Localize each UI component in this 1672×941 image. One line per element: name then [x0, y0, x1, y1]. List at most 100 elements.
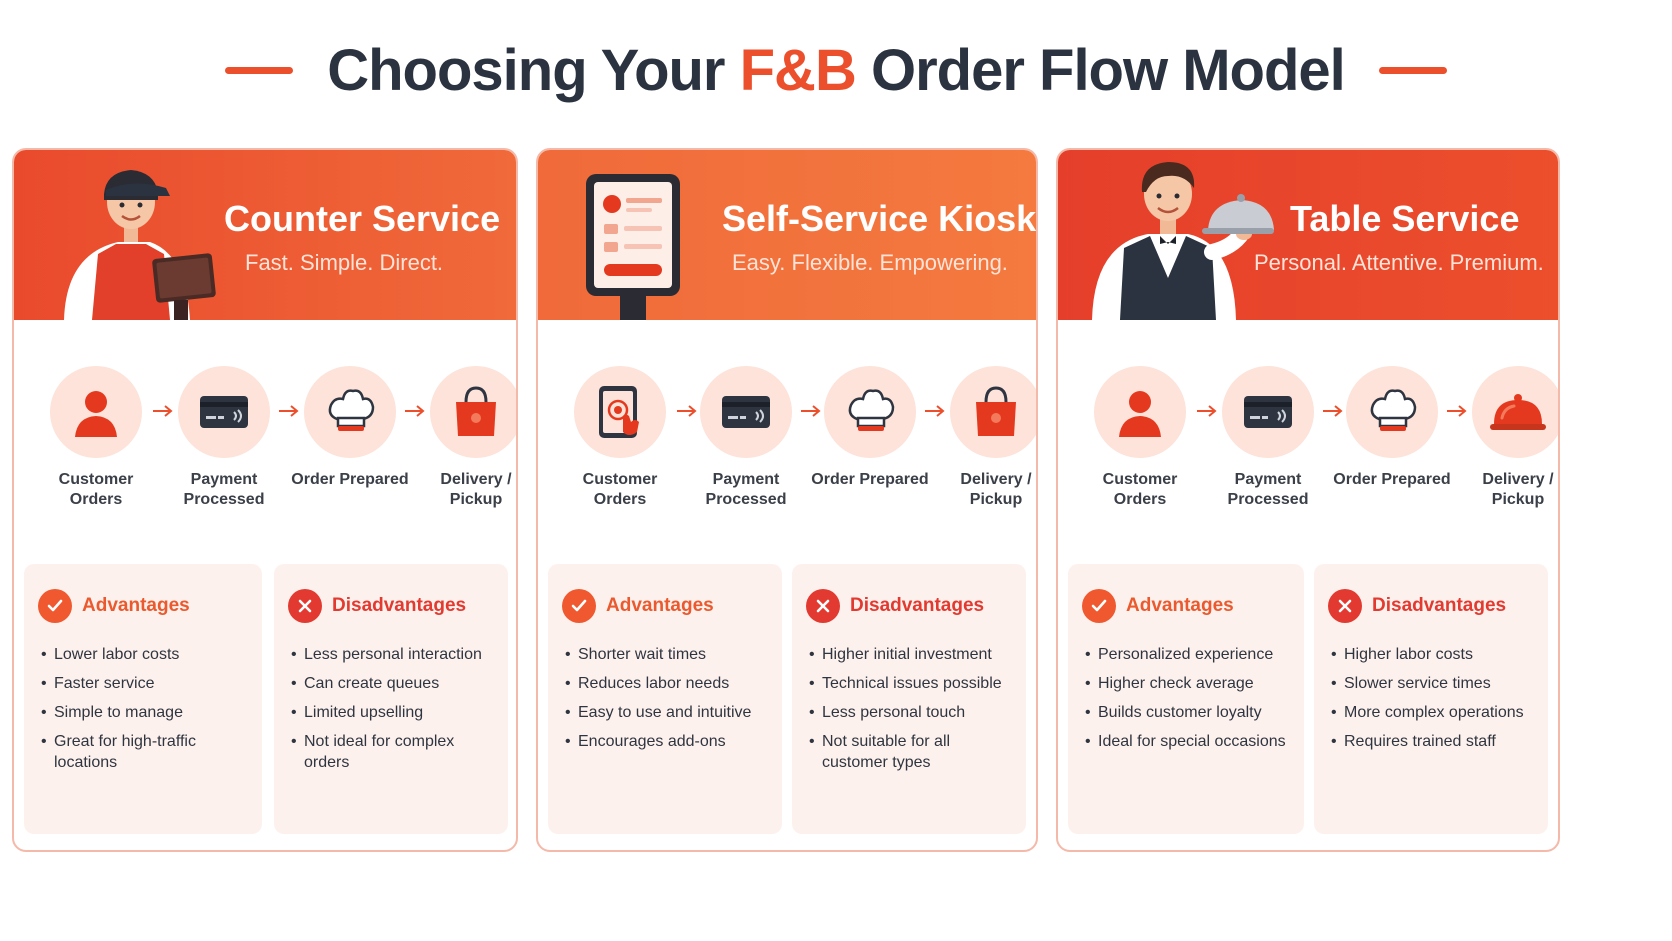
advantages-title: Advantages	[82, 595, 190, 616]
card-subtitle: Fast. Simple. Direct.	[245, 250, 444, 275]
list-item: Ideal for special occasions	[1082, 731, 1288, 752]
disadvantages-panel: Disadvantages Less personal interaction …	[274, 564, 508, 834]
page-title: Choosing Your F&B Order Flow Model	[327, 37, 1346, 104]
flow-step-label: Payment Processed	[1227, 471, 1309, 508]
customer-icon	[50, 366, 142, 458]
card-icon	[700, 366, 792, 458]
title-prefix: Choosing Your	[327, 37, 725, 103]
flow-step-label: Payment Processed	[705, 471, 787, 508]
flow-step: Order Prepared	[1332, 366, 1452, 490]
waiter-illustration	[1092, 162, 1274, 320]
advantages-list: Shorter wait times Reduces labor needs E…	[562, 644, 766, 752]
arrow-right-icon	[1447, 405, 1467, 417]
list-item: Easy to use and intuitive	[562, 702, 766, 723]
list-item: Less personal interaction	[288, 644, 492, 665]
flow-step: Customer Orders	[36, 366, 156, 510]
disadvantages-title: Disadvantages	[1372, 595, 1507, 616]
title-decoration-right	[1378, 66, 1447, 74]
model-card-self-service-kiosks: Self-Service Kiosks Easy. Flexible. Empo…	[536, 148, 1038, 852]
arrow-right-icon	[279, 405, 299, 417]
x-icon	[1328, 589, 1362, 623]
list-item: Requires trained staff	[1328, 731, 1532, 752]
list-item: Personalized experience	[1082, 644, 1288, 665]
list-item: Less personal touch	[806, 702, 1010, 723]
title-accent: F&B	[739, 37, 857, 103]
advantages-title: Advantages	[1126, 595, 1234, 616]
advantages-list: Lower labor costs Faster service Simple …	[38, 644, 246, 773]
list-item: More complex operations	[1328, 702, 1532, 723]
customer-icon	[1094, 366, 1186, 458]
page-header: Choosing Your F&B Order Flow Model	[0, 32, 1672, 108]
flow-step: Payment Processed	[164, 366, 284, 510]
check-icon	[38, 589, 72, 623]
flow-step: Customer Orders	[560, 366, 680, 510]
card-title: Table Service	[1290, 198, 1520, 239]
advantages-panel: Advantages Shorter wait times Reduces la…	[548, 564, 782, 834]
kiosk-illustration	[586, 174, 680, 320]
bag-icon	[430, 366, 516, 458]
title-decoration-left	[225, 66, 294, 74]
list-item: Shorter wait times	[562, 644, 766, 665]
list-item: Builds customer loyalty	[1082, 702, 1288, 723]
model-card-table-service: Table Service Personal. Attentive. Premi…	[1056, 148, 1560, 852]
flow-step: Customer Orders	[1080, 366, 1200, 510]
flow-step-label: Delivery / Pickup	[1482, 471, 1554, 508]
cloche-icon	[1472, 366, 1558, 458]
disadvantages-title: Disadvantages	[332, 595, 467, 616]
flow-step-label: Delivery / Pickup	[960, 471, 1032, 508]
flow-step-label: Payment Processed	[183, 471, 265, 508]
list-item: Reduces labor needs	[562, 673, 766, 694]
chef-hat-icon	[304, 366, 396, 458]
list-item: Not ideal for complex orders	[288, 731, 492, 773]
x-icon	[288, 589, 322, 623]
card-header: Counter Service Fast. Simple. Direct.	[14, 150, 516, 320]
list-item: Higher labor costs	[1328, 644, 1532, 665]
flow-step-label: Order Prepared	[1333, 471, 1451, 488]
arrow-right-icon	[925, 405, 945, 417]
flow-step: Delivery / Pickup	[936, 366, 1036, 510]
arrow-right-icon	[153, 405, 173, 417]
cashier-illustration	[64, 170, 216, 320]
list-item: Limited upselling	[288, 702, 492, 723]
list-item: Lower labor costs	[38, 644, 246, 665]
flow-step: Payment Processed	[686, 366, 806, 510]
card-icon	[1222, 366, 1314, 458]
list-item: Faster service	[38, 673, 246, 694]
model-card-counter-service: Counter Service Fast. Simple. Direct. Cu…	[12, 148, 518, 852]
arrow-right-icon	[677, 405, 697, 417]
list-item: Great for high-traffic locations	[38, 731, 246, 773]
flow-step-label: Customer Orders	[1102, 471, 1178, 508]
flow-step: Order Prepared	[290, 366, 410, 490]
disadvantages-list: Less personal interaction Can create que…	[288, 644, 492, 773]
flow-step: Delivery / Pickup	[1458, 366, 1558, 510]
advantages-title: Advantages	[606, 595, 714, 616]
card-header: Table Service Personal. Attentive. Premi…	[1058, 150, 1558, 320]
card-subtitle: Easy. Flexible. Empowering.	[732, 250, 1008, 275]
flow-step-label: Customer Orders	[582, 471, 658, 508]
list-item: Encourages add-ons	[562, 731, 766, 752]
list-item: Can create queues	[288, 673, 492, 694]
chef-hat-icon	[824, 366, 916, 458]
list-item: Higher initial investment	[806, 644, 1010, 665]
flow-step-label: Order Prepared	[811, 471, 929, 488]
disadvantages-title: Disadvantages	[850, 595, 985, 616]
list-item: Simple to manage	[38, 702, 246, 723]
order-flow: Customer Orders Payment Processed Order …	[560, 366, 1036, 516]
advantages-list: Personalized experience Higher check ave…	[1082, 644, 1288, 752]
card-title: Counter Service	[224, 198, 501, 239]
disadvantages-panel: Disadvantages Higher labor costs Slower …	[1314, 564, 1548, 834]
disadvantages-panel: Disadvantages Higher initial investment …	[792, 564, 1026, 834]
disadvantages-list: Higher initial investment Technical issu…	[806, 644, 1010, 773]
check-icon	[562, 589, 596, 623]
list-item: Not suitable for all customer types	[806, 731, 1010, 773]
card-icon	[178, 366, 270, 458]
flow-step: Payment Processed	[1208, 366, 1328, 510]
flow-step-label: Delivery / Pickup	[440, 471, 512, 508]
arrow-right-icon	[1197, 405, 1217, 417]
card-title: Self-Service Kiosks	[722, 198, 1038, 239]
order-flow: Customer Orders Payment Processed Order …	[36, 366, 516, 516]
list-item: Slower service times	[1328, 673, 1532, 694]
advantages-panel: Advantages Lower labor costs Faster serv…	[24, 564, 262, 834]
flow-step: Delivery / Pickup	[416, 366, 516, 510]
bag-icon	[950, 366, 1036, 458]
